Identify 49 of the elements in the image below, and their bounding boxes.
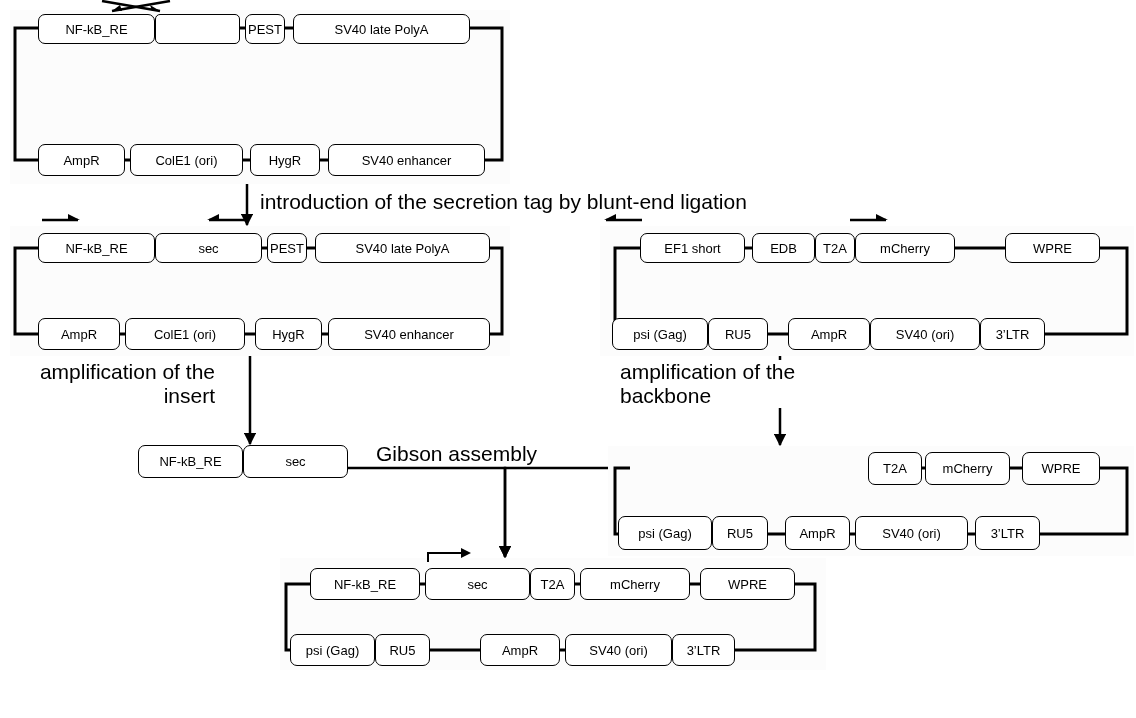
gene-element-box: RU5 (375, 634, 430, 666)
gene-element-box: NF-kB_RE (138, 445, 243, 478)
gene-element-box: SV40 (ori) (855, 516, 968, 550)
gene-element-box (155, 14, 240, 44)
gene-element-box: WPRE (700, 568, 795, 600)
gene-element-box: AmpR (788, 318, 870, 350)
gene-element-box: SV40 (ori) (565, 634, 672, 666)
gene-element-box: RU5 (712, 516, 768, 550)
gene-element-box: 3’LTR (672, 634, 735, 666)
gene-element-box: 3’LTR (975, 516, 1040, 550)
gene-element-box: sec (425, 568, 530, 600)
arrow (243, 356, 257, 446)
gene-element-box: PEST (267, 233, 307, 263)
gene-element-box: psi (Gag) (618, 516, 712, 550)
gene-element-box: SV40 late PolyA (293, 14, 470, 44)
gene-element-box: SV40 enhancer (328, 144, 485, 176)
gene-element-box: sec (243, 445, 348, 478)
gene-element-box: mCherry (580, 568, 690, 600)
gene-element-box: NF-kB_RE (310, 568, 420, 600)
gene-element-box: RU5 (708, 318, 768, 350)
gene-element-box: AmpR (480, 634, 560, 666)
gene-element-box: AmpR (38, 318, 120, 350)
gene-element-box: EF1 short (640, 233, 745, 263)
gene-element-box: NF-kB_RE (38, 14, 155, 44)
gene-element-box: SV40 enhancer (328, 318, 490, 350)
gene-element-box: ColE1 (ori) (125, 318, 245, 350)
gene-element-box: psi (Gag) (290, 634, 375, 666)
arrow (498, 466, 608, 559)
gene-element-box: PEST (245, 14, 285, 44)
gene-element-box: T2A (530, 568, 575, 600)
gene-element-box: mCherry (925, 452, 1010, 485)
gene-element-box: WPRE (1022, 452, 1100, 485)
gene-element-box: 3’LTR (980, 318, 1045, 350)
gene-element-box: T2A (815, 233, 855, 263)
gene-element-box: AmpR (38, 144, 125, 176)
gene-element-box: sec (155, 233, 262, 263)
gene-element-box: AmpR (785, 516, 850, 550)
gene-element-box: WPRE (1005, 233, 1100, 263)
gene-element-box: HygR (250, 144, 320, 176)
gene-element-box: ColE1 (ori) (130, 144, 243, 176)
gene-element-box: mCherry (855, 233, 955, 263)
gene-element-box: HygR (255, 318, 322, 350)
gene-element-box: SV40 (ori) (870, 318, 980, 350)
gene-element-box: EDB (752, 233, 815, 263)
arrow (240, 184, 254, 227)
gene-element-box: psi (Gag) (612, 318, 708, 350)
gene-element-box: NF-kB_RE (38, 233, 155, 263)
gene-element-box: T2A (868, 452, 922, 485)
gene-element-box: SV40 late PolyA (315, 233, 490, 263)
